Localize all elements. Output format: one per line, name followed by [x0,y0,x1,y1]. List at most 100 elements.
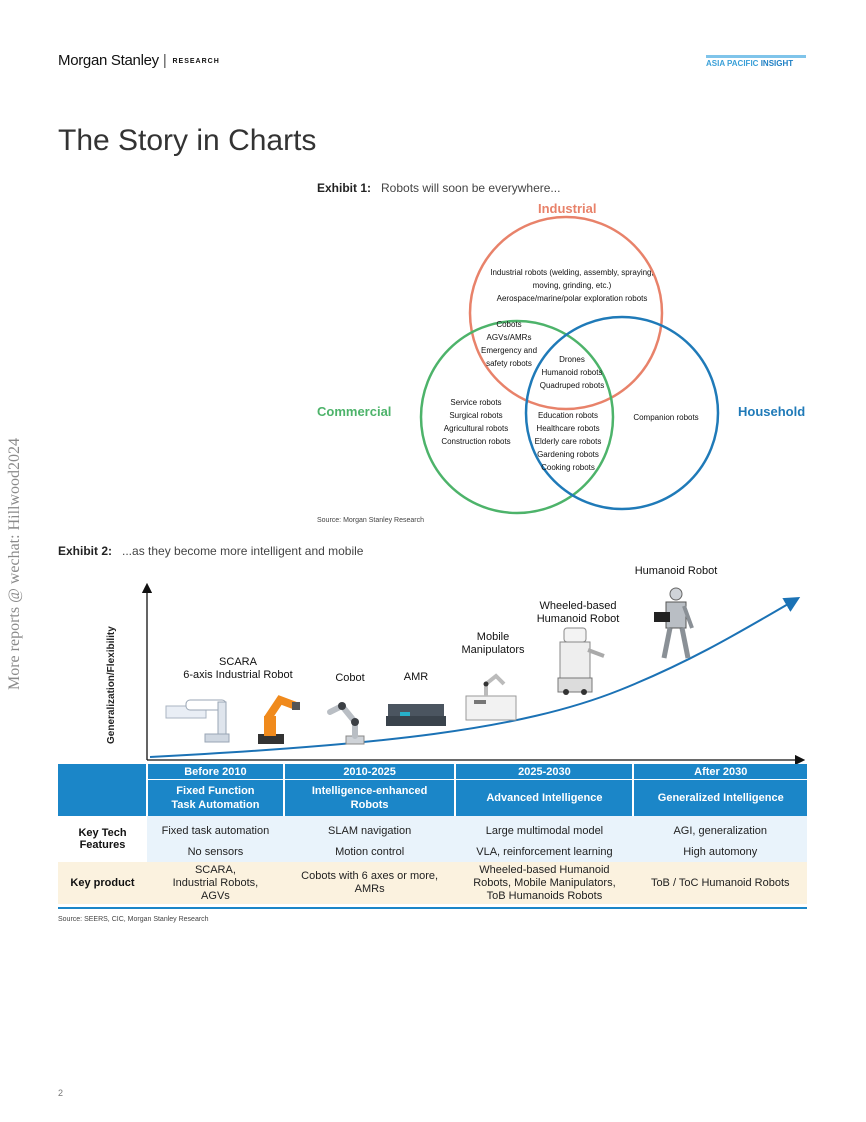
table-cell: Wheeled-based Humanoid Robots, Mobile Ma… [455,862,634,904]
cobot-arm-icon [327,702,365,745]
robot-label-line: Humanoid Robot [536,613,620,625]
region-all-three: Drones Humanoid robots Quadruped robots [532,353,612,392]
insight-suffix: INSIGHT [760,59,794,68]
industrial-arm-icon [258,695,300,744]
region-item: Surgical robots [449,411,503,420]
y-axis-label: Generalization/Flexibility [106,626,117,744]
cell-line: ToB / ToC Humanoid Robots [650,876,790,889]
region-industrial-commercial: Cobots AGVs/AMRs Emergency and safety ro… [474,318,544,370]
robot-label-line: SCARA [219,656,257,668]
region-item: moving, grinding, etc.) [532,281,612,290]
stage-line: Advanced Intelligence [486,792,603,804]
venn-diagram [419,215,720,515]
era-cell: Before 2010 [146,764,284,780]
robot-label-line: Cobot [335,672,365,684]
cell-line: Cobots with 6 axes or more, [301,870,439,882]
robot-label-line: Wheeled-based [539,600,617,612]
growth-curve [149,596,801,758]
region-commercial-only: Service robots Surgical robots Agricultu… [436,396,516,448]
stage-line: Fixed Function [176,785,255,797]
cell-line: AGVs [201,889,230,902]
region-item: Construction robots [441,437,511,446]
key-product-row: Key product SCARA, Industrial Robots, AG… [58,862,807,904]
era-header-row: Before 2010 2010-2025 2025-2030 After 20… [58,764,807,816]
table-cell: High automony [633,841,807,862]
table-cell: Fixed task automation [147,816,284,841]
mobile-manipulator-icon [465,673,517,721]
robot-label-line: Humanoid Robot [634,565,718,577]
brand-logo: Morgan Stanley [58,52,159,69]
cell-line: SCARA, [194,863,236,876]
region-item: Education robots [537,411,599,420]
stage-line: Generalized Intelligence [657,792,784,804]
region-item: Healthcare robots [536,424,600,433]
key-tech-header: Key Tech Features [58,816,147,862]
set-label-household: Household [738,404,806,419]
table-cell: SLAM navigation [283,816,456,841]
household-circle [524,315,720,511]
insight-prefix: ASIA PACIFIC [706,59,759,68]
robot-label-line: AMR [403,671,429,683]
stage-line: Robots [350,799,389,811]
region-item: Industrial robots (welding, assembly, sp… [490,268,654,277]
row-header-line: Features [79,839,126,851]
robot-label-humanoid: Humanoid Robot [626,565,726,578]
exhibit2-caption: ...as they become more intelligent and m… [122,544,364,558]
region-item: Aerospace/marine/polar exploration robot… [496,294,648,303]
region-item: Humanoid robots [541,368,603,377]
table-bottom-rule [58,907,807,909]
region-item: Agricultural robots [443,424,509,433]
wheeled-humanoid-icon [557,627,605,695]
robot-label-cobot: Cobot [320,672,380,685]
exhibit1-source: Source: Morgan Stanley Research [317,517,424,524]
cell-line: ToB Humanoids Robots [486,889,603,902]
region-industrial-only: Industrial robots (welding, assembly, sp… [482,266,662,305]
region-commercial-household: Education robots Healthcare robots Elder… [528,409,608,474]
table-cell: Large multimodal model [455,816,634,841]
region-item: Elderly care robots [534,437,602,446]
exhibit2-title: Exhibit 2:...as they become more intelli… [58,544,363,558]
exhibit1-caption: Robots will soon be everywhere... [381,181,561,195]
tech-evolution-table: Before 2010 2010-2025 2025-2030 After 20… [58,764,807,904]
brand-separator: | [162,52,167,69]
region-item: Companion robots [633,413,699,422]
region-item: Drones [559,355,585,364]
table-cell: VLA, reinforcement learning [455,841,634,862]
stage-cell: Intelligence-enhanced Robots [282,779,456,816]
stage-cell: Fixed Function Task Automation [146,779,284,816]
cell-line: Wheeled-based Humanoid [479,863,610,876]
cell-line: Robots, Mobile Manipulators, [473,876,616,889]
set-label-commercial: Commercial [317,404,392,419]
humanoid-robot-icon [654,587,694,659]
region-item: AGVs/AMRs [486,333,532,342]
commercial-circle [419,319,615,515]
table-cell: No sensors [147,841,284,862]
page-title: The Story in Charts [58,124,317,157]
key-tech-row-1: Key Tech Features Fixed task automation … [58,816,807,862]
amr-vehicle-icon [386,704,446,726]
robot-label-mobile-manipulators: Mobile Manipulators [448,631,538,657]
robot-label-amr: AMR [386,671,446,684]
table-cell: SCARA, Industrial Robots, AGVs [147,862,284,904]
row-header-line: Key Tech [78,827,127,839]
region-item: safety robots [486,359,532,368]
era-cell: After 2030 [632,764,807,780]
era-cell: 2010-2025 [282,764,456,780]
table-cell: AGI, generalization [633,816,807,841]
key-tech-row-2: No sensors Motion control VLA, reinforce… [58,841,807,862]
table-corner [58,764,147,816]
cell-line: Industrial Robots, [172,876,259,889]
robot-label-wheeled-humanoid: Wheeled-based Humanoid Robot [528,600,628,626]
region-item: Emergency and [480,346,538,355]
exhibit2-source: Source: SEERS, CIC, Morgan Stanley Resea… [58,916,209,923]
exhibit1-label: Exhibit 1: [317,181,372,195]
stage-line: Task Automation [171,799,260,811]
region-household-only: Companion robots [628,411,704,424]
stage-cell: Generalized Intelligence [632,779,807,816]
cell-line: AMRs [354,883,385,895]
robot-label-line: 6-axis Industrial Robot [183,669,293,681]
set-label-industrial: Industrial [538,201,597,216]
exhibit1-title: Exhibit 1: Robots will soon be everywhere… [317,181,560,195]
brand-header: Morgan Stanley|RESEARCH [58,52,220,69]
robot-label-line: Mobile [476,631,510,643]
